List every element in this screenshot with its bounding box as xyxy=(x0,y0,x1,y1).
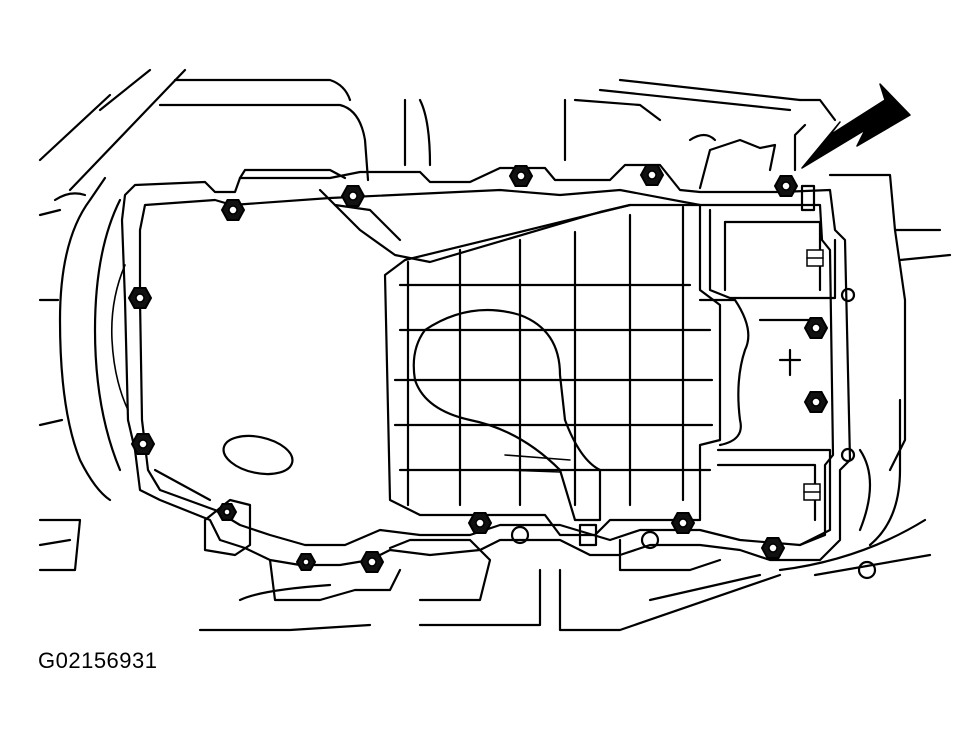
oil-pan-flange xyxy=(120,163,852,567)
bolt-icon xyxy=(803,483,821,501)
left-housing xyxy=(38,176,129,502)
pan-right-section xyxy=(688,123,856,547)
bolt-icon xyxy=(670,512,696,534)
bolt-icon xyxy=(127,287,153,309)
bolt-icon xyxy=(760,537,786,559)
bolt-icon xyxy=(773,175,799,197)
ribbed-sump xyxy=(383,203,722,550)
bolt-icon xyxy=(130,433,156,455)
bolt-icon xyxy=(803,391,829,413)
bolt-icon xyxy=(467,512,493,534)
bolt-icon xyxy=(639,164,665,186)
bolt-icon xyxy=(216,503,238,521)
bolt-icon xyxy=(578,523,598,547)
bolt-icon xyxy=(359,551,385,573)
background-structure xyxy=(38,68,952,632)
bolt-icon xyxy=(800,184,816,212)
bolt-icon xyxy=(803,317,829,339)
bolt-group xyxy=(127,164,829,573)
figure-id-label: G02156931 xyxy=(38,648,158,673)
arrow-icon xyxy=(801,83,911,169)
lower-brackets xyxy=(203,498,722,602)
bolt-icon xyxy=(806,249,824,267)
bolt-icon xyxy=(295,553,317,571)
bolt-icon xyxy=(508,165,534,187)
bolt-icon xyxy=(340,185,366,207)
bolt-icon xyxy=(220,199,246,221)
